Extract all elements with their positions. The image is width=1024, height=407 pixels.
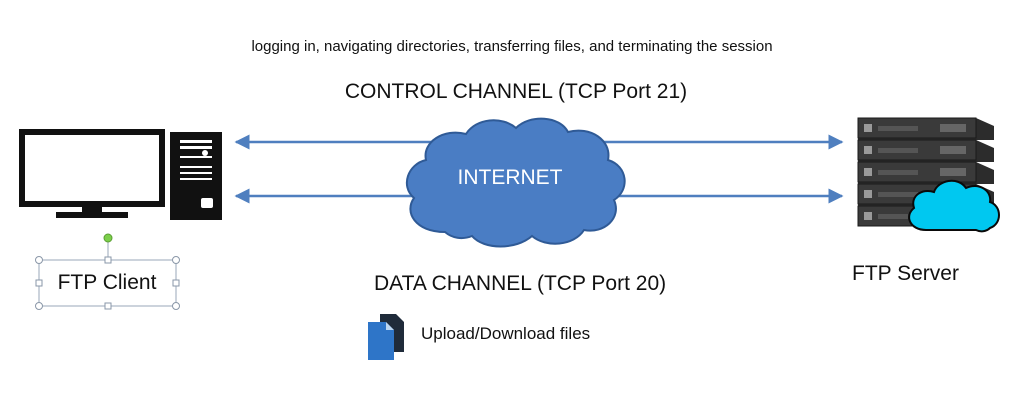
session-caption: logging in, navigating directories, tran…	[251, 38, 773, 55]
client-label-selection-frame	[35, 233, 180, 310]
desktop-computer-icon	[19, 129, 222, 220]
ftp-client-label[interactable]: FTP Client	[57, 271, 157, 294]
control-channel-label: CONTROL CHANNEL (TCP Port 21)	[344, 80, 688, 103]
documents-icon	[368, 314, 404, 360]
data-channel-label: DATA CHANNEL (TCP Port 20)	[374, 272, 667, 295]
internet-label: INTERNET	[457, 166, 563, 189]
upload-download-label: Upload/Download files	[421, 324, 591, 343]
internet-cloud-icon	[405, 117, 626, 248]
ftp-server-label: FTP Server	[852, 262, 959, 285]
server-rack-cloud-icon	[857, 117, 1000, 233]
